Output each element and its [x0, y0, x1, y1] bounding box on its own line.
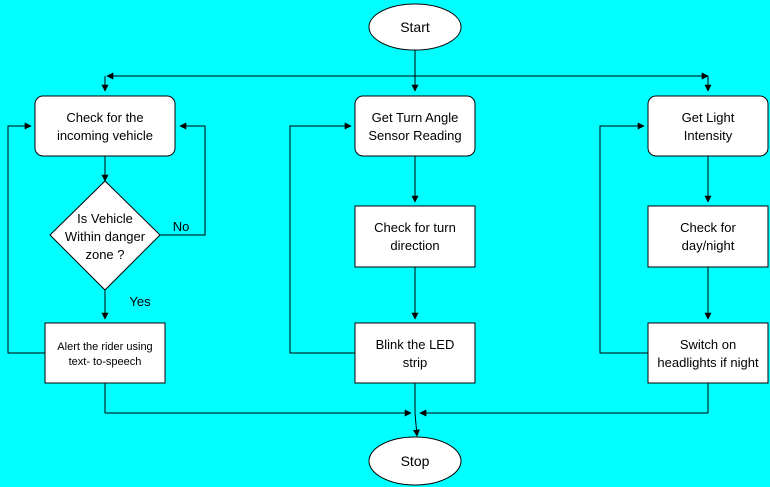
alert-rider-label-line2: text- to-speech [69, 356, 142, 368]
check-day-label-line2: day/night [682, 238, 735, 253]
edge-blink-loop [289, 122, 355, 354]
blink-led-label-line2: strip [403, 355, 428, 370]
get-light-label-line1: Get Light [682, 110, 735, 125]
stop-label: Stop [401, 453, 430, 469]
decision-label-line3: zone ? [85, 247, 124, 262]
edge-alert-loop [7, 122, 45, 354]
edge-decision-no-loop [160, 122, 206, 236]
alert-rider-label-line1: Alert the rider using [57, 341, 152, 353]
check-turn-node: Check for turn direction [354, 205, 476, 268]
get-light-node: Get Light Intensity [647, 95, 769, 157]
check-day-label-line1: Check for [680, 220, 736, 235]
edge-blink-to-stop [412, 383, 420, 437]
edge-label-yes: Yes [129, 294, 151, 309]
start-label: Start [400, 19, 430, 35]
check-vehicle-node: Check for the incoming vehicle [34, 95, 176, 157]
check-turn-label-line1: Check for turn [374, 220, 456, 235]
check-vehicle-label-line2: incoming vehicle [57, 128, 153, 143]
check-vehicle-label-line1: Check for the [66, 110, 143, 125]
stop-node: Stop [368, 436, 462, 486]
get-turn-angle-label-line1: Get Turn Angle [372, 110, 459, 125]
check-day-node: Check for day/night [647, 205, 769, 268]
switch-headlights-label-line2: headlights if night [657, 355, 759, 370]
check-turn-label-line2: direction [390, 238, 439, 253]
edge-label-no: No [173, 219, 190, 234]
connector-lines [7, 50, 712, 437]
switch-headlights-node: Switch on headlights if night [647, 322, 769, 384]
switch-headlights-label-line1: Switch on [680, 337, 736, 352]
decision-node: Is Vehicle Within danger zone ? [49, 180, 161, 291]
alert-rider-node: Alert the rider using text- to-speech [44, 322, 166, 384]
start-node: Start [368, 3, 462, 51]
get-light-label-line2: Intensity [684, 128, 733, 143]
blink-led-label-line1: Blink the LED [376, 337, 455, 352]
decision-label-line2: Within danger [65, 229, 146, 244]
edge-switch-loop [599, 122, 648, 354]
decision-label-line1: Is Vehicle [77, 211, 133, 226]
get-turn-angle-label-line2: Sensor Reading [368, 128, 461, 143]
blink-led-node: Blink the LED strip [354, 322, 476, 384]
get-turn-angle-node: Get Turn Angle Sensor Reading [354, 95, 476, 157]
